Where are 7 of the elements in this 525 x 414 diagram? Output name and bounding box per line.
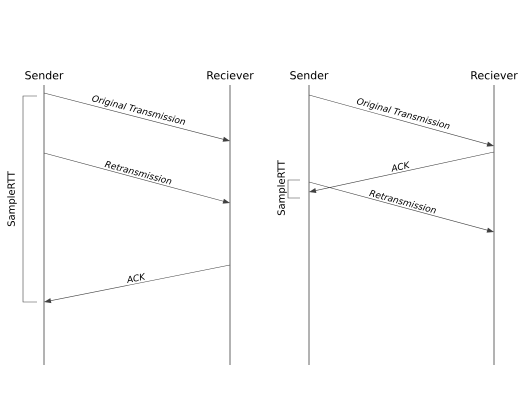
lifeline: Reciever — [207, 70, 254, 366]
lifeline: Reciever — [471, 70, 518, 366]
lifeline: Sender — [290, 70, 328, 366]
lifeline: Sender — [25, 70, 64, 366]
edge-label: ACK — [392, 161, 410, 172]
rtt-label: SampleRTT — [277, 160, 287, 216]
edge-label: ACK — [127, 272, 146, 284]
